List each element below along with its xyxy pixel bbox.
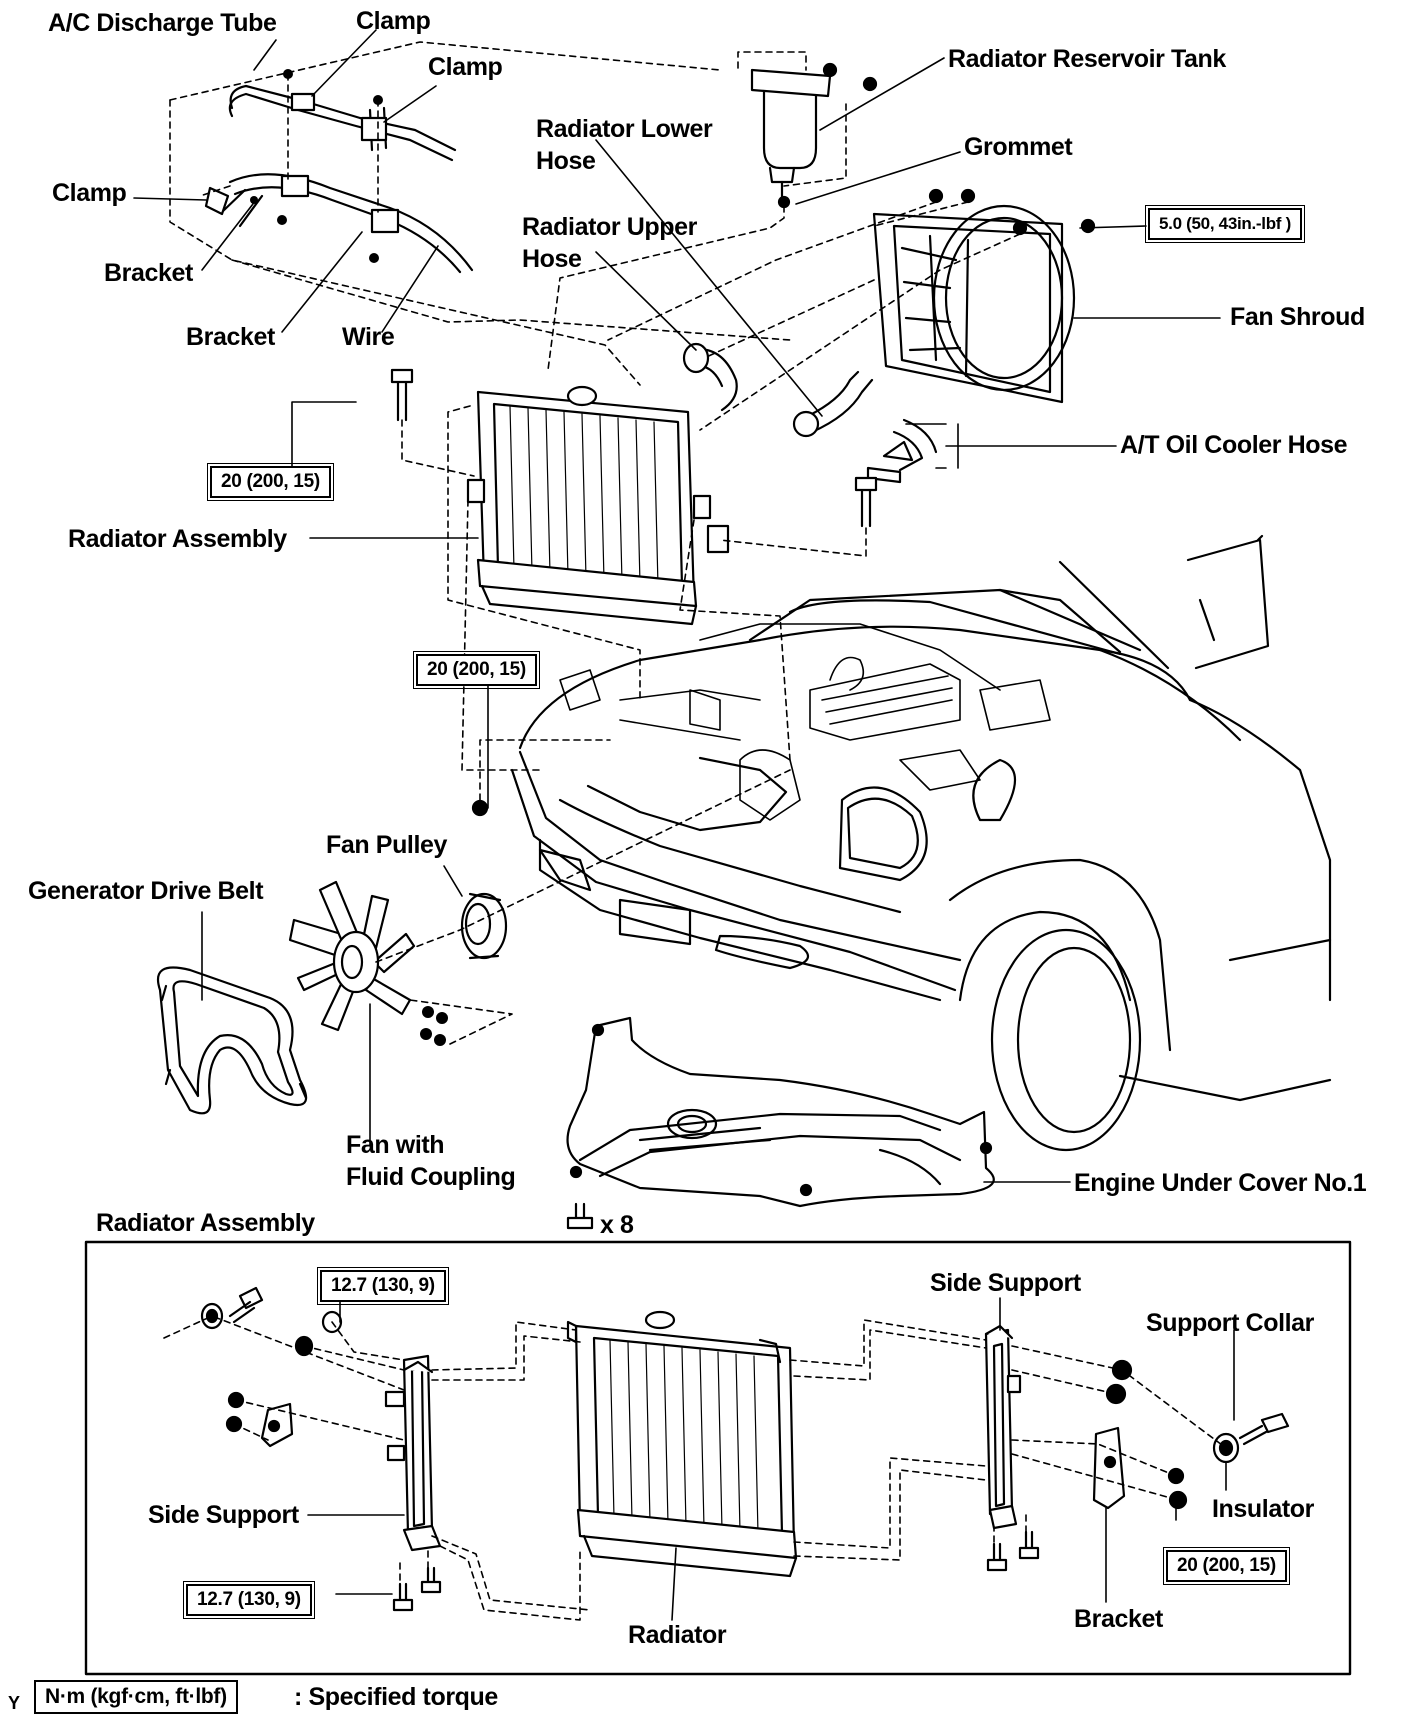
label-fan-with-fluid-coupling-2: Fluid Coupling: [346, 1163, 516, 1191]
label-radiator-reservoir-tank: Radiator Reservoir Tank: [948, 45, 1226, 73]
radiator-bolts: [390, 368, 878, 817]
fan-dashed-leaders: [375, 769, 791, 1045]
fan-with-fluid-coupling-part: [288, 880, 416, 1032]
label-radiator-lower-hose-1: Radiator Lower: [536, 115, 713, 143]
inset-left-side-support: [260, 1354, 442, 1552]
legend-units-box: N·m (kgf·cm, ft·lbf): [34, 1680, 238, 1714]
label-radiator-upper-hose-1: Radiator Upper: [522, 213, 697, 241]
engine-bay: [559, 623, 1051, 821]
label-fan-pulley: Fan Pulley: [326, 831, 448, 859]
label-leader-lines: [133, 29, 1221, 1183]
label-insulator: Insulator: [1212, 1495, 1314, 1523]
torque-radiator-lower-bolt: 20 (200, 15): [413, 651, 540, 689]
radiator-lower-hose-part: [792, 370, 874, 438]
wire-harness-part: [220, 173, 474, 274]
label-at-oil-cooler-hose: A/T Oil Cooler Hose: [1120, 431, 1348, 459]
legend-specified-torque: : Specified torque: [294, 1683, 498, 1711]
generator-drive-belt-part: [157, 966, 308, 1115]
ac-group-dashed-leaders: [169, 41, 791, 386]
label-fan-shroud: Fan Shroud: [1230, 303, 1365, 331]
vehicle-front-body: [510, 534, 1332, 1152]
label-radiator-lower-hose-2: Hose: [536, 147, 596, 175]
inset-leader-lines: [307, 1297, 1235, 1621]
label-wire: Wire: [342, 323, 395, 351]
label-side-support-left: Side Support: [148, 1501, 299, 1529]
radiator-dashed-leaders: [401, 405, 867, 801]
label-support-collar: Support Collar: [1146, 1309, 1315, 1337]
label-bracket-left: Bracket: [104, 259, 193, 287]
small-bolts: [250, 69, 383, 263]
label-clamp-left: Clamp: [52, 179, 127, 207]
label-radiator-assembly: Radiator Assembly: [68, 525, 287, 553]
label-bracket-mid: Bracket: [186, 323, 275, 351]
label-clamp-top: Clamp: [356, 7, 431, 35]
torque-inset-upper-left: 12.7 (130, 9): [317, 1267, 449, 1305]
at-oil-cooler-hose-part: [866, 418, 938, 484]
radiator-reservoir-tank-part: [750, 62, 878, 209]
label-radiator: Radiator: [628, 1621, 727, 1649]
label-bolt-count: x 8: [600, 1211, 634, 1239]
label-engine-under-cover: Engine Under Cover No.1: [1074, 1169, 1367, 1197]
inset-right-side-support: [984, 1324, 1126, 1530]
fan-pulley-part: [460, 892, 508, 960]
label-fan-with-fluid-coupling-1: Fan with: [346, 1131, 445, 1159]
label-bracket-inset: Bracket: [1074, 1605, 1163, 1633]
torque-radiator-upper-bolt: 20 (200, 15): [207, 463, 334, 501]
inset-radiator: [566, 1310, 798, 1578]
fan-shroud-part: [872, 188, 1096, 404]
label-clamp-mid: Clamp: [428, 53, 503, 81]
label-grommet: Grommet: [964, 133, 1073, 161]
radiator-core-main: [466, 385, 730, 626]
shroud-dashed-leaders: [607, 201, 1021, 431]
reservoir-dashed-leaders: [547, 51, 847, 371]
label-radiator-upper-hose-2: Hose: [522, 245, 582, 273]
inset-fasteners: [200, 1286, 1290, 1612]
under-cover-bolt: [566, 1202, 594, 1230]
torque-inset-right: 20 (200, 15): [1163, 1547, 1290, 1585]
inset-title: Radiator Assembly: [96, 1209, 315, 1237]
label-ac-discharge-tube: A/C Discharge Tube: [48, 9, 277, 37]
label-side-support-right: Side Support: [930, 1269, 1081, 1297]
fan-nuts: [420, 1006, 448, 1046]
torque-shroud-bolt: 5.0 (50, 43in.-lbf ): [1145, 205, 1305, 243]
engine-under-cover-part: [566, 1016, 995, 1208]
clamps-brackets: [204, 92, 400, 234]
torque-inset-lower-left: 12.7 (130, 9): [183, 1581, 315, 1619]
radiator-upper-hose-part: [682, 342, 738, 412]
legend-mark: Y: [8, 1693, 20, 1713]
inset-dashed-leaders: [163, 1315, 1227, 1621]
inset-frame: [84, 1240, 1352, 1676]
label-generator-drive-belt: Generator Drive Belt: [28, 877, 264, 905]
